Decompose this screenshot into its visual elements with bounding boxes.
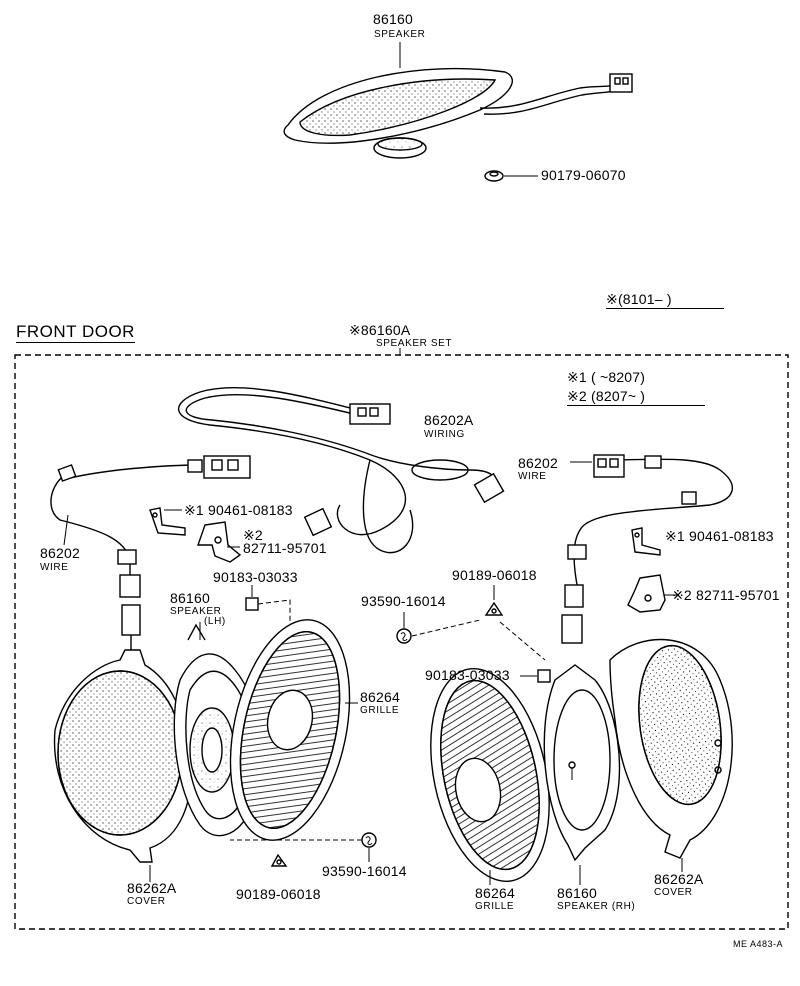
wiring-name: WIRING: [424, 429, 465, 440]
washer-part-number: 90179-06070: [541, 167, 626, 183]
left-cover-part-number: 86262A: [127, 880, 177, 896]
wiring-harness-drawing: [178, 386, 505, 554]
left-grille-drawing: [229, 619, 351, 841]
right-clip-drawing: [484, 601, 504, 616]
right-grille-part-number: 86264: [475, 885, 515, 901]
left-nut-part-number: 90183-03033: [213, 569, 298, 585]
left-clip-drawing: [270, 853, 288, 867]
legend-line-1: ※1 ( ~8207): [567, 369, 646, 385]
left-cover-name: COVER: [127, 896, 166, 907]
right-speaker-drawing: [543, 664, 621, 862]
left-wire-part-number: 86202: [40, 545, 80, 561]
left-bracket-2-drawing: [197, 521, 242, 563]
right-screw-drawing: [396, 628, 412, 644]
right-cover-name: COVER: [654, 887, 693, 898]
wiring-part-number: 86202A: [424, 412, 474, 428]
left-grille-part-number: 86264: [360, 689, 400, 705]
washer-drawing: [484, 170, 504, 182]
right-cover-drawing: [609, 638, 733, 859]
left-clip-part-number: 90189-06018: [236, 886, 321, 902]
right-screw-part-number: 93590-16014: [361, 593, 446, 609]
right-bracket-2-part-number: ※2 82711-95701: [672, 587, 780, 603]
top-speaker-drawing: [283, 67, 633, 159]
right-speaker-name: SPEAKER (RH): [557, 901, 636, 912]
section-title: FRONT DOOR: [16, 322, 135, 343]
right-grille-name: GRILLE: [475, 901, 515, 912]
top-speaker-part-number: 86160: [373, 11, 413, 27]
right-bracket-1-drawing: [631, 527, 661, 556]
left-screw-part-number: 93590-16014: [322, 863, 407, 879]
speaker-set-border: [14, 354, 789, 930]
left-screw-drawing: [361, 832, 377, 848]
right-bracket-2-drawing: [627, 574, 666, 613]
left-speaker-name: SPEAKER: [170, 606, 222, 617]
right-nut-part-number: 90183-03033: [425, 667, 510, 683]
left-bracket-1-part-number: ※1 90461-08183: [184, 502, 293, 518]
right-wire-drawing: [561, 454, 733, 644]
left-wire-drawing: [50, 455, 251, 660]
left-speaker-side: (LH): [204, 616, 226, 627]
right-clip-part-number: 90189-06018: [452, 567, 537, 583]
diagram-reference-code: ME A483-A: [733, 939, 784, 949]
date-range-note: ※(8101– ): [606, 292, 724, 309]
left-speaker-part-number: 86160: [170, 590, 210, 606]
date-note-range: (8101– ): [617, 291, 672, 307]
left-bracket-2-mark: ※2: [243, 527, 263, 543]
right-wire-part-number: 86202: [518, 455, 558, 471]
right-cover-part-number: 86262A: [654, 871, 704, 887]
speaker-set-part-number: ※86160A: [349, 322, 411, 338]
right-grille-drawing: [430, 668, 550, 882]
left-nut-drawing: [245, 597, 259, 611]
right-bracket-1-part-number: ※1 90461-08183: [665, 528, 774, 544]
right-speaker-part-number: 86160: [557, 885, 597, 901]
left-wire-name: WIRE: [40, 562, 69, 573]
left-bracket-1-drawing: [149, 507, 186, 536]
left-bracket-2-part-number: 82711-95701: [243, 540, 327, 556]
date-note-mark: ※: [606, 291, 618, 307]
left-cover-drawing: [53, 649, 192, 863]
legend-line-2: ※2 (8207~ ): [567, 389, 705, 406]
right-wire-name: WIRE: [518, 471, 547, 482]
speaker-set-name: SPEAKER SET: [376, 338, 453, 349]
top-speaker-name: SPEAKER: [374, 29, 426, 40]
left-grille-name: GRILLE: [360, 705, 400, 716]
right-nut-drawing: [537, 669, 551, 683]
